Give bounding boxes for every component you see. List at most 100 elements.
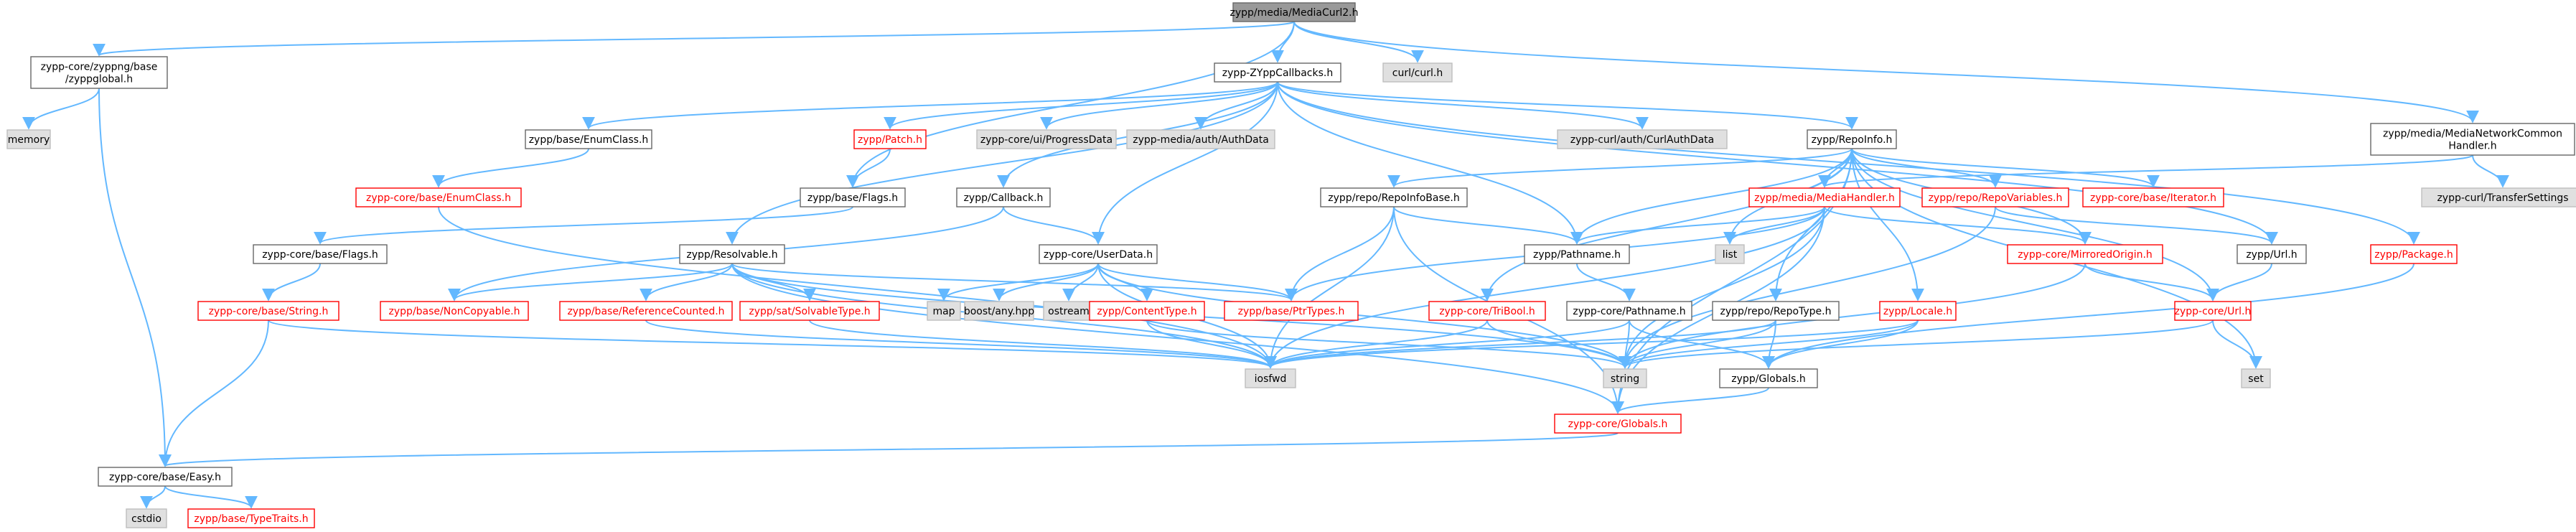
edge-package-to-zyppglobals (1762, 263, 2415, 369)
node-easy[interactable]: zypp-core/base/Easy.h (98, 467, 233, 487)
edge-medianet-to-transfersettings (2472, 154, 2509, 188)
node-label: zypp/media/MediaCurl2.h (1230, 7, 1358, 19)
edge-resolvable-to-noncopyable (448, 263, 733, 302)
node-box (98, 467, 233, 487)
node-box (1126, 129, 1275, 149)
node-label: Handler.h (2448, 141, 2496, 152)
edge-repoinfo-to-coreurl (1851, 148, 2219, 302)
edge-repoinfo-to-repovariables (1851, 148, 2002, 188)
node-zyppurl[interactable]: zypp/Url.h (2237, 244, 2307, 264)
edge-mediahandler-to-string (1619, 206, 1825, 369)
node-box (1807, 129, 1897, 149)
node-label: zypp-core/zyppng/base (41, 62, 158, 73)
node-coreglobals[interactable]: zypp-core/Globals.h (1554, 414, 1682, 434)
edge-mirroredorigin-to-string (1619, 263, 2086, 369)
node-mediacurl2[interactable]: zypp/media/MediaCurl2.h (1230, 2, 1359, 22)
node-box (355, 187, 522, 207)
node-box (976, 129, 1117, 149)
node-noncopyable[interactable]: zypp/base/NonCopyable.h (380, 301, 529, 321)
node-baseflags[interactable]: zypp/base/Flags.h (800, 187, 906, 207)
edge-locale-to-zyppglobals (1762, 319, 1919, 369)
edge-corepathname-to-iosfwd (1264, 319, 1630, 369)
node-label: zypp/repo/RepoVariables.h (1929, 192, 2063, 204)
node-box (197, 301, 339, 321)
edge-resolvable-to-ptrtypes (731, 263, 1298, 302)
node-contenttype[interactable]: zypp/ContentType.h (1089, 301, 1205, 321)
node-enumclass[interactable]: zypp/base/EnumClass.h (525, 129, 652, 149)
node-label: set (2248, 373, 2264, 385)
node-label: map (932, 306, 955, 317)
node-box (679, 244, 785, 264)
node-package[interactable]: zypp/Package.h (2370, 244, 2458, 264)
edge-zyppglobals-to-coreglobals (1611, 387, 1769, 414)
node-corestring[interactable]: zypp-core/base/String.h (197, 301, 339, 321)
edge-mediacurl2-to-curl (1293, 21, 1424, 63)
edge-medianet-to-mediahandler (1818, 154, 2473, 188)
node-label: zypp-core/base/Iterator.h (2090, 192, 2216, 204)
edge-mediahandler-to-iosfwd (1264, 206, 1825, 369)
node-label: zypp/Patch.h (858, 134, 922, 146)
node-iterator[interactable]: zypp-core/base/Iterator.h (2082, 187, 2224, 207)
edge-repoinfobase-to-iosfwd (1264, 206, 1395, 369)
node-box (1245, 368, 1296, 388)
node-callback[interactable]: zypp/Callback.h (956, 187, 1051, 207)
node-repoinfo[interactable]: zypp/RepoInfo.h (1807, 129, 1897, 149)
node-resolvable[interactable]: zypp/Resolvable.h (679, 244, 785, 264)
edge-repotype-to-string (1619, 319, 1776, 369)
node-pathname[interactable]: zypp/Pathname.h (1524, 244, 1630, 264)
node-box (2241, 368, 2271, 388)
node-coreenumclass[interactable]: zypp-core/base/EnumClass.h (355, 187, 522, 207)
node-label: boost/any.hpp (964, 306, 1034, 317)
node-box (559, 301, 733, 321)
node-box (1039, 244, 1158, 264)
node-coreflags[interactable]: zypp-core/base/Flags.h (253, 244, 388, 264)
node-box (1224, 301, 1359, 321)
node-label: zypp/ContentType.h (1097, 306, 1196, 317)
edge-zyppcallbacks-to-curlauthdata (1277, 81, 1649, 130)
edge-solvabletype-to-iosfwd (809, 319, 1277, 369)
node-zyppglobal[interactable]: zypp-core/zyppng/base/zyppglobal.h (30, 56, 168, 89)
node-ostream: ostream (1043, 301, 1095, 321)
node-solvabletype[interactable]: zypp/sat/SolvableType.h (739, 301, 880, 321)
node-label: zypp/repo/RepoInfoBase.h (1328, 192, 1459, 204)
node-box (1428, 301, 1546, 321)
node-patch[interactable]: zypp/Patch.h (853, 129, 927, 149)
edge-userdata-to-map (937, 263, 1099, 302)
edge-repovariables-to-zyppurl (1995, 206, 2278, 245)
node-refcounted[interactable]: zypp/base/ReferenceCounted.h (559, 301, 733, 321)
edge-repoinfo-to-locale (1851, 148, 1924, 302)
node-corepathname[interactable]: zypp-core/Pathname.h (1566, 301, 1692, 321)
node-zyppcallbacks[interactable]: zypp-ZYppCallbacks.h (1214, 62, 1341, 83)
node-mirroredorigin[interactable]: zypp-core/MirroredOrigin.h (2007, 244, 2163, 264)
node-locale[interactable]: zypp/Locale.h (1879, 301, 1957, 321)
node-box (1089, 301, 1205, 321)
node-ptrtypes[interactable]: zypp/base/PtrTypes.h (1224, 301, 1359, 321)
node-box (1382, 62, 1453, 83)
node-coreurl[interactable]: zypp-core/Url.h (2174, 301, 2252, 321)
node-label: memory (8, 134, 50, 146)
node-typetraits[interactable]: zypp/base/TypeTraits.h (187, 508, 315, 528)
edge-mediahandler-to-pathname (1570, 206, 1825, 245)
edge-locale-to-iosfwd (1264, 319, 1919, 369)
node-box (739, 301, 880, 321)
edge-corestring-to-iosfwd (268, 319, 1277, 369)
node-repovariables[interactable]: zypp/repo/RepoVariables.h (1921, 187, 2069, 207)
node-label: zypp-core/MirroredOrigin.h (2018, 249, 2153, 261)
node-label: zypp/RepoInfo.h (1812, 134, 1893, 146)
node-tribool[interactable]: zypp-core/TriBool.h (1428, 301, 1546, 321)
node-mediahandler[interactable]: zypp/media/MediaHandler.h (1748, 187, 1901, 207)
node-repotype[interactable]: zypp/repo/RepoType.h (1712, 301, 1840, 321)
edge-coreglobals-to-easy (159, 432, 1619, 467)
node-label: zypp/Resolvable.h (686, 249, 777, 261)
node-repoinfobase[interactable]: zypp/repo/RepoInfoBase.h (1320, 187, 1468, 207)
node-userdata[interactable]: zypp-core/UserData.h (1039, 244, 1158, 264)
node-label: zypp/media/MediaNetworkCommon (2383, 129, 2562, 140)
node-label: zypp-core/TriBool.h (1439, 306, 1535, 317)
edge-resolvable-to-coreglobals (731, 263, 1624, 414)
node-box (956, 187, 1051, 207)
node-zyppglobals[interactable]: zypp/Globals.h (1719, 368, 1818, 388)
node-label: zypp-core/base/String.h (209, 306, 329, 317)
node-box (1879, 301, 1957, 321)
edge-repotype-to-iosfwd (1264, 319, 1776, 369)
